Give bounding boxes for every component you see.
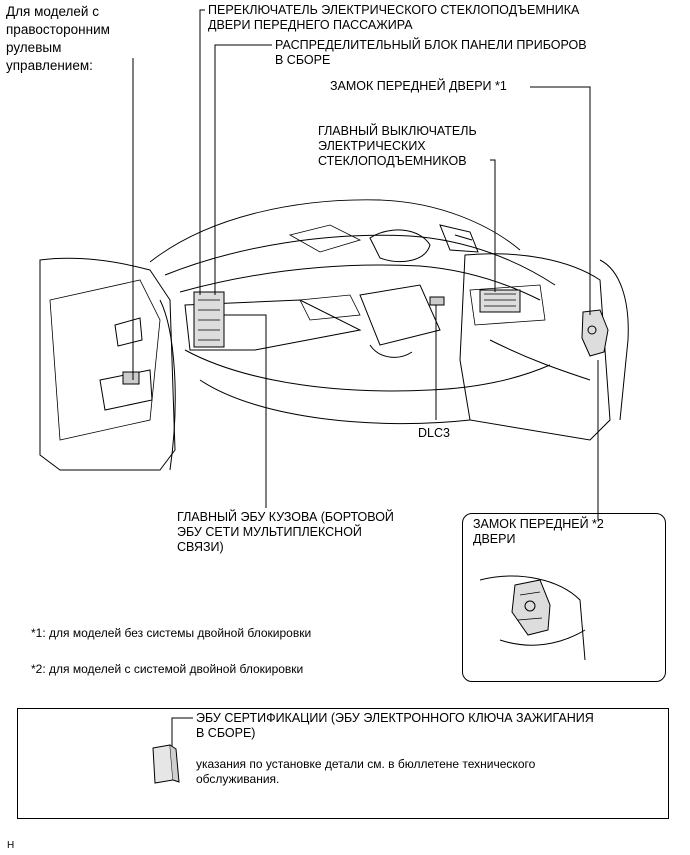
- label-line: ПЕРЕКЛЮЧАТЕЛЬ ЭЛЕКТРИЧЕСКОГО СТЕКЛОПОДЪЕ…: [208, 3, 580, 17]
- leader-front-door-lock-1: [530, 86, 591, 315]
- label-line: ЭБУ СЕТИ МУЛЬТИПЛЕКСНОЙ: [177, 525, 362, 539]
- leader-body-ecu: [224, 314, 267, 508]
- label-line: ЭБУ СЕРТИФИКАЦИИ (ЭБУ ЭЛЕКТРОННОГО КЛЮЧА…: [196, 711, 594, 725]
- front-door-lock-1-label: ЗАМОК ПЕРЕДНЕЙ ДВЕРИ *1: [330, 79, 507, 94]
- inset-front-door-lock-2: [462, 513, 666, 682]
- leader-cert-ecu: [171, 717, 193, 748]
- label-line: СВЯЗИ): [177, 540, 224, 554]
- front-door-lock-2-label: ЗАМОК ПЕРЕДНЕЙ *2 ДВЕРИ: [473, 517, 604, 547]
- corner-mark: H: [7, 838, 14, 853]
- center-console: [359, 284, 441, 346]
- left-door-outline: [39, 257, 176, 471]
- footnote-1: *1: для моделей без системы двойной блок…: [31, 626, 311, 641]
- inset-door-outline: [479, 575, 586, 661]
- label-line: РАСПРЕДЕЛИТЕЛЬНЫЙ БЛОК ПАНЕЛИ ПРИБОРОВ: [275, 38, 587, 52]
- rhd-note-line: правосторонним: [6, 22, 110, 37]
- rhd-note-line: управлением:: [6, 58, 93, 73]
- rhd-note-line: рулевым: [6, 40, 62, 55]
- instrument-cluster: [369, 229, 431, 263]
- label-line: ГЛАВНЫЙ ВЫКЛЮЧАТЕЛЬ: [318, 124, 477, 138]
- junction-block-part: [193, 291, 225, 348]
- label-line: СТЕКЛОПОДЪЕМНИКОВ: [318, 154, 467, 168]
- main-body-ecu-label: ГЛАВНЫЙ ЭБУ КУЗОВА (БОРТОВОЙ ЭБУ СЕТИ МУ…: [177, 510, 394, 555]
- certification-ecu-box: [17, 708, 669, 819]
- passenger-window-switch-part: [122, 371, 140, 385]
- inset-door-lock-part: [511, 579, 551, 636]
- label-line: *1: для моделей без системы двойной блок…: [31, 626, 312, 640]
- certification-ecu-label: ЭБУ СЕРТИФИКАЦИИ (ЭБУ ЭЛЕКТРОННОГО КЛЮЧА…: [196, 711, 594, 741]
- right-door-outline: [459, 253, 611, 441]
- label-line: DLC3: [418, 426, 450, 440]
- passenger-window-switch-label: ПЕРЕКЛЮЧАТЕЛЬ ЭЛЕКТРИЧЕСКОГО СТЕКЛОПОДЪЕ…: [208, 3, 579, 33]
- lower-dashboard: [184, 299, 362, 351]
- label-line: H: [7, 840, 15, 851]
- leader-junction-block: [214, 44, 272, 295]
- rhd-note: Для моделей с правосторонним рулевым упр…: [6, 3, 110, 75]
- label-line: ЗАМОК ПЕРЕДНЕЙ *2: [473, 517, 604, 531]
- rhd-note-line: Для моделей с: [6, 4, 99, 19]
- footnote-2: *2: для моделей с системой двойной блоки…: [31, 662, 303, 677]
- leader-passenger-switch: [199, 9, 205, 295]
- leader-master-switch: [490, 159, 496, 292]
- windshield-outline: [149, 199, 521, 263]
- label-line: указания по установке детали см. в бюлле…: [196, 757, 536, 771]
- label-line: В СБОРЕ): [196, 726, 256, 740]
- dashboard-top: [164, 234, 556, 286]
- label-line: ЗАМОК ПЕРЕДНЕЙ ДВЕРИ *1: [330, 79, 507, 93]
- junction-block-label: РАСПРЕДЕЛИТЕЛЬНЫЙ БЛОК ПАНЕЛИ ПРИБОРОВ В…: [275, 38, 587, 68]
- label-line: В СБОРЕ: [275, 53, 331, 67]
- label-line: ЭЛЕКТРИЧЕСКИХ: [318, 139, 426, 153]
- service-note: указания по установке детали см. в бюлле…: [196, 757, 535, 787]
- master-window-switch-label: ГЛАВНЫЙ ВЫКЛЮЧАТЕЛЬ ЭЛЕКТРИЧЕСКИХ СТЕКЛО…: [318, 124, 477, 169]
- label-line: обслуживания.: [196, 772, 280, 786]
- label-line: *2: для моделей с системой двойной блоки…: [31, 662, 304, 676]
- dlc3-connector: [429, 296, 445, 306]
- label-line: ГЛАВНЫЙ ЭБУ КУЗОВА (БОРТОВОЙ: [177, 510, 394, 524]
- label-line: ДВЕРИ: [473, 532, 516, 546]
- label-line: ДВЕРИ ПЕРЕДНЕГО ПАССАЖИРА: [208, 18, 413, 32]
- dlc3-label: DLC3: [418, 426, 450, 441]
- master-window-switch-part: [479, 289, 521, 313]
